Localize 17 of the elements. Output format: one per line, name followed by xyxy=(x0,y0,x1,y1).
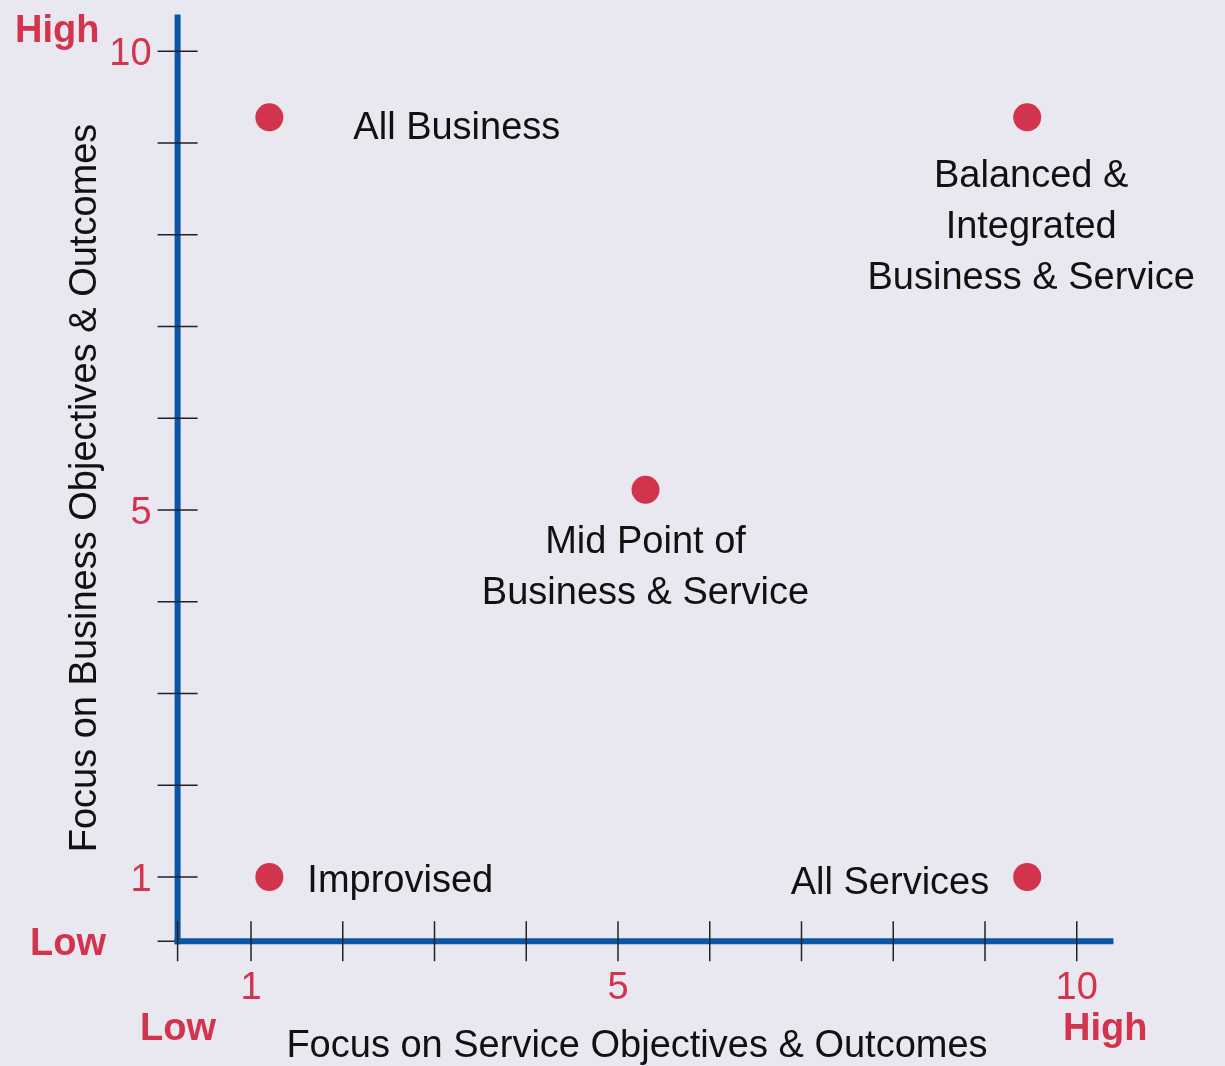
axis-end-label: High xyxy=(1063,1006,1148,1048)
point-label: Improvised xyxy=(307,858,494,900)
tick-label: 5 xyxy=(130,490,152,532)
axis-end-label: High xyxy=(15,8,100,50)
axis-end-label: Low xyxy=(140,1006,216,1048)
tick-label: 10 xyxy=(109,31,152,74)
point-label: Balanced & Integrated Business & Service xyxy=(867,153,1195,298)
axis-title: Focus on Service Objectives & Outcomes xyxy=(286,1023,988,1065)
axis-title: Focus on Business Objectives & Outcomes xyxy=(62,123,104,853)
axis-end-label: Low xyxy=(30,921,106,963)
point-label: All Business xyxy=(353,105,561,148)
tick-label: 10 xyxy=(1055,965,1098,1008)
tick-label: 1 xyxy=(240,965,262,1008)
point-label: Mid Point of Business & Service xyxy=(481,518,810,612)
point-label: All Services xyxy=(790,860,990,902)
tick-label: 1 xyxy=(130,857,152,899)
tick-label: 5 xyxy=(607,965,629,1008)
